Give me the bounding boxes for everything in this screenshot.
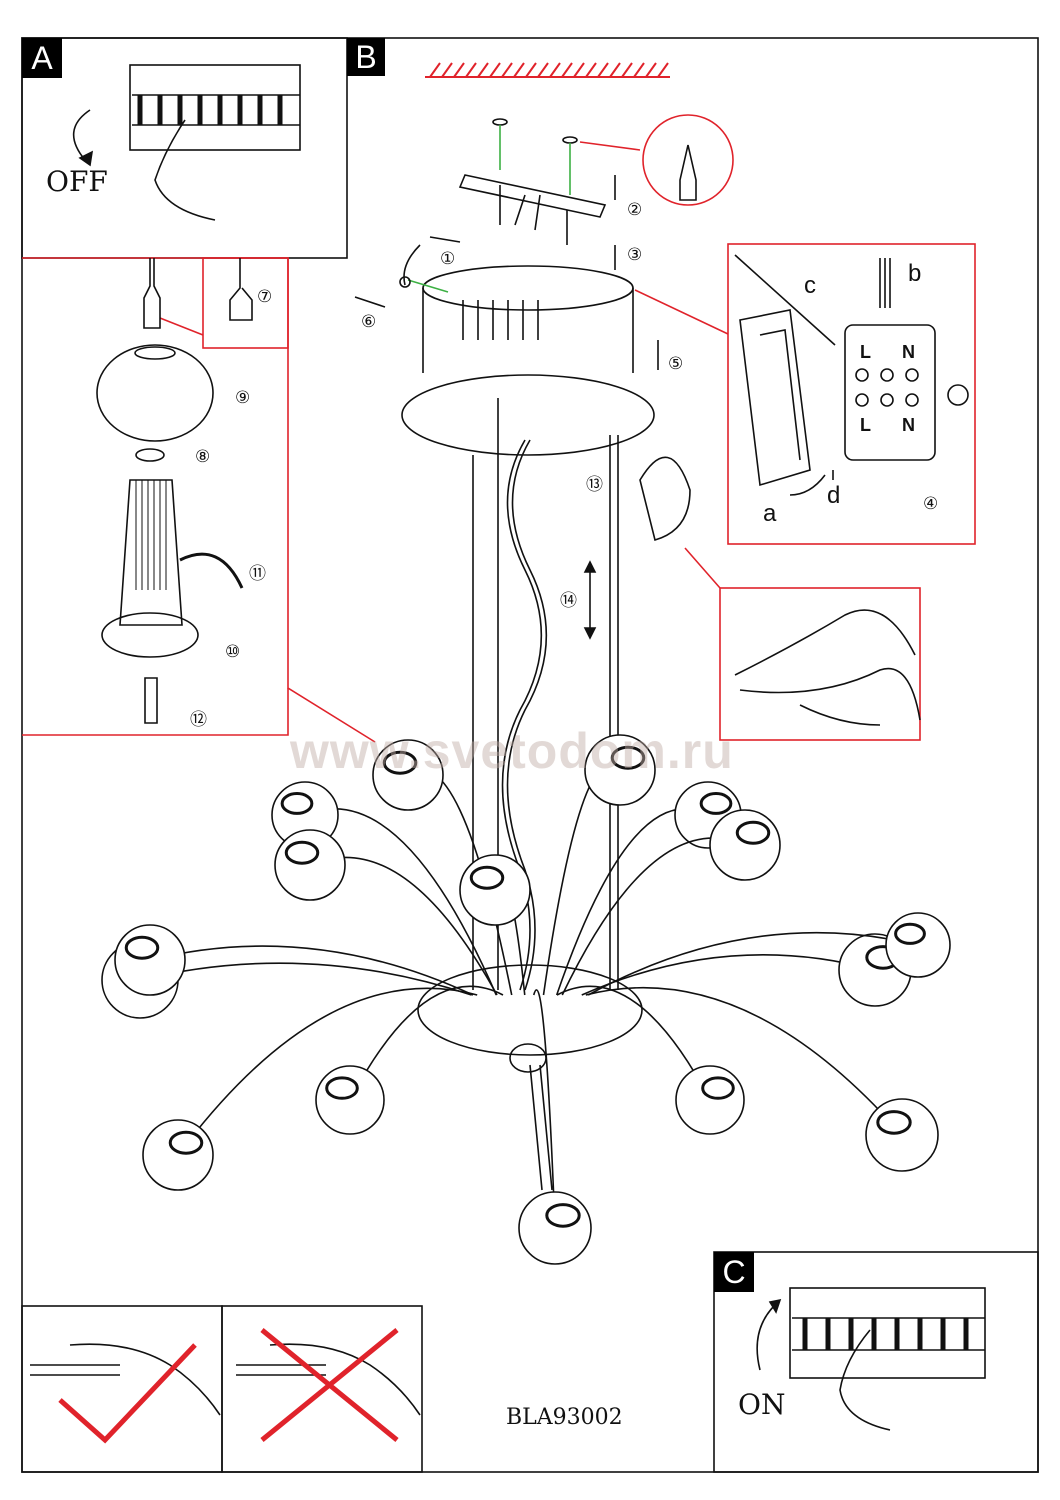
- globe-opening: [894, 922, 926, 945]
- globe-opening: [325, 1076, 359, 1100]
- globe-shade: [885, 912, 951, 978]
- terminal-block: [734, 254, 969, 496]
- step-8: ⑧: [195, 447, 211, 467]
- panel-a-frame: [21, 37, 348, 259]
- step-7: ⑦: [257, 287, 273, 307]
- step-9: ⑨: [235, 388, 251, 408]
- step-1: ①: [440, 249, 456, 269]
- globe-opening: [545, 1203, 581, 1228]
- globe-opening: [735, 820, 771, 845]
- wiring-letter-a: a: [763, 500, 777, 527]
- step-6: ⑥: [361, 312, 377, 332]
- off-label: OFF: [46, 165, 108, 198]
- on-label: ON: [738, 1388, 786, 1421]
- step-11: ⑪: [249, 564, 266, 584]
- globe-opening: [610, 745, 646, 770]
- panel-c-label: C: [714, 1252, 754, 1292]
- chandelier-arm: [587, 931, 919, 996]
- step-5: ⑤: [668, 354, 684, 374]
- chandelier-arm: [532, 989, 556, 1229]
- globe-shade: [274, 829, 346, 901]
- globe-opening: [280, 792, 314, 815]
- ceiling-hatch: [425, 62, 670, 78]
- panel-c-frame: [713, 1251, 1039, 1473]
- chandelier-arm: [581, 953, 876, 996]
- wiring-letter-c: c: [804, 272, 816, 299]
- panel-b-label: B: [347, 38, 385, 76]
- globe-opening: [168, 1130, 204, 1155]
- outer-frame: [21, 37, 1039, 1473]
- correct-check-mark: [58, 1343, 197, 1444]
- step-10: ⑩: [225, 642, 241, 662]
- globe-opening: [699, 792, 733, 815]
- neutral-bottom-label: N: [902, 415, 915, 435]
- circuit-breaker-on: [756, 1287, 986, 1431]
- wrong-clamp-panel: [221, 1305, 423, 1473]
- chandelier-arm: [349, 985, 504, 1101]
- wiring-letter-b: b: [908, 260, 922, 287]
- step-4: ④: [923, 494, 939, 514]
- globe-shade: [372, 739, 444, 811]
- watermark: www.svetodom.ru: [290, 723, 734, 779]
- globe-shade: [709, 809, 781, 881]
- chandelier-arm: [177, 987, 478, 1156]
- globe-shade: [114, 924, 186, 996]
- step-3: ③: [627, 245, 643, 265]
- chandelier-arm: [139, 962, 472, 996]
- step-14: ⑭: [560, 591, 577, 611]
- globe-opening: [284, 840, 320, 865]
- globe-shade: [518, 1191, 592, 1265]
- globe-opening: [382, 750, 418, 775]
- detail-callouts: [22, 114, 976, 743]
- shade-assembly: [96, 258, 253, 724]
- wiring-letter-d: d: [827, 482, 841, 509]
- model-number: BLA93002: [506, 1405, 623, 1430]
- globe-opening: [124, 935, 160, 960]
- globe-shade: [865, 1098, 939, 1172]
- globe-opening: [876, 1110, 912, 1135]
- globe-opening: [469, 865, 505, 890]
- globe-shade: [584, 734, 656, 806]
- chandelier-arm: [149, 945, 474, 996]
- ceiling-canopy: [354, 175, 659, 456]
- chandelier-arm: [556, 985, 711, 1101]
- correct-clamp-panel: [21, 1305, 223, 1473]
- chandelier-arm: [585, 987, 903, 1136]
- globe-shade: [315, 1065, 385, 1135]
- neutral-top-label: N: [902, 342, 915, 362]
- panel-a-label: A: [22, 38, 62, 78]
- globe-shade: [459, 854, 531, 926]
- chandelier: [101, 734, 951, 1265]
- step-12: ⑫: [190, 710, 207, 730]
- step-13: ⑬: [586, 475, 603, 495]
- globe-shade: [142, 1119, 214, 1191]
- globe-shade: [675, 1065, 745, 1135]
- strain-relief-clamps: [30, 1343, 421, 1416]
- live-bottom-label: L: [860, 415, 871, 435]
- wrong-cross-mark: [260, 1328, 399, 1442]
- hand-detail: [734, 609, 921, 726]
- mounting-bracket: [458, 118, 697, 245]
- circuit-breaker-off: [72, 64, 301, 221]
- step-2: ②: [627, 200, 643, 220]
- live-top-label: L: [860, 342, 871, 362]
- globe-opening: [701, 1076, 735, 1100]
